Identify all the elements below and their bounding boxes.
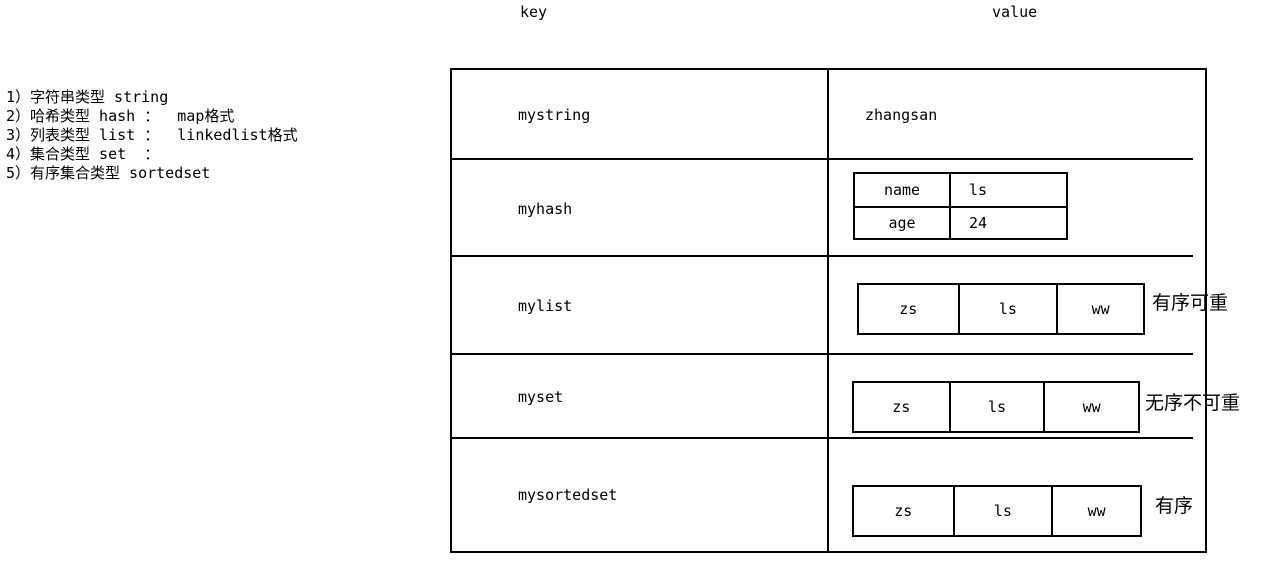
set-element-cell: ww: [1043, 383, 1138, 431]
sortedset-element-strip: zs ls ww: [852, 485, 1142, 537]
hash-entry-value: ls: [969, 181, 988, 199]
list-element-cell: ww: [1056, 285, 1143, 333]
list-element-strip: zs ls ww: [857, 283, 1145, 335]
hash-entry-value: 24: [969, 214, 988, 232]
table-row: mystring zhangsan: [452, 70, 1205, 160]
sortedset-element-cell: ls: [952, 487, 1052, 535]
row-key-cell: myhash: [452, 160, 827, 257]
row-value-cell: zhangsan: [829, 70, 1205, 160]
hash-entry-row: age 24: [855, 206, 1066, 238]
key-value-column-divider: [827, 70, 829, 551]
list-element-cell: zs: [899, 300, 918, 318]
row-key-cell: mystring: [452, 70, 827, 160]
type-list-item-5: 5）有序集合类型 sortedset: [6, 164, 211, 182]
set-annotation: 无序不可重: [1145, 392, 1241, 414]
row-value-label: zhangsan: [865, 106, 938, 124]
sortedset-element-cell: zs: [894, 502, 913, 520]
hash-entry-field: name: [855, 174, 951, 206]
row-key-label: mystring: [518, 106, 591, 124]
sortedset-element-cell: ww: [1051, 487, 1140, 535]
table-row: myhash: [452, 160, 1205, 257]
key-value-table: mystring zhangsan myhash name ls age 24 …: [450, 68, 1207, 553]
hash-entry-field: age: [855, 208, 951, 238]
set-element-cell: ls: [948, 383, 1044, 431]
sortedset-annotation: 有序: [1155, 495, 1194, 517]
nested-hash-table: name ls age 24: [853, 172, 1068, 240]
type-list-item-3: 3）列表类型 list ： linkedlist格式: [6, 126, 298, 144]
row-key-cell: mylist: [452, 257, 827, 355]
redis-type-list: 1）字符串类型 string 2）哈希类型 hash ： map格式 3）列表类…: [6, 88, 406, 183]
row-key-cell: myset: [452, 355, 827, 439]
row-separator: [452, 437, 1193, 439]
set-element-cell: zs: [892, 398, 911, 416]
row-key-cell: mysortedset: [452, 439, 827, 551]
column-heading-key: key: [520, 3, 548, 21]
list-element-cell: ls: [957, 285, 1057, 333]
row-key-label: myset: [518, 388, 564, 406]
row-key-label: myhash: [518, 199, 573, 218]
row-key-label: mylist: [518, 297, 573, 315]
row-key-label: mysortedset: [518, 486, 618, 504]
row-separator: [452, 353, 1193, 355]
type-list-item-2: 2）哈希类型 hash ： map格式: [6, 107, 235, 125]
set-element-strip: zs ls ww: [852, 381, 1140, 433]
row-separator: [452, 255, 1193, 257]
table-row: myset: [452, 355, 1205, 439]
hash-entry-row: name ls: [855, 174, 1066, 206]
type-list-item-4: 4）集合类型 set ：: [6, 145, 160, 163]
table-row: mylist: [452, 257, 1205, 355]
row-separator: [452, 158, 1193, 160]
table-row: mysortedset: [452, 439, 1205, 551]
list-annotation: 有序可重: [1152, 292, 1229, 314]
type-list-item-1: 1）字符串类型 string: [6, 88, 169, 106]
column-heading-value: value: [992, 3, 1038, 21]
